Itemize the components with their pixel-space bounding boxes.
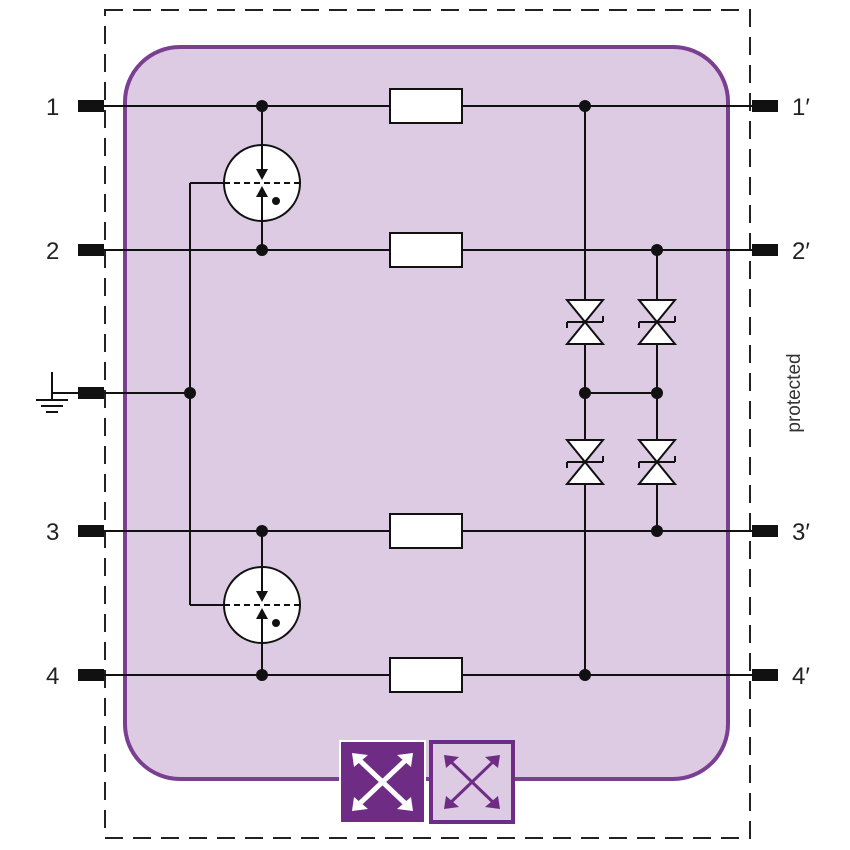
terminal-right [752,525,778,537]
terminal-right [752,244,778,256]
terminal-label-right-3: 3′ [792,519,810,546]
junction-dot [579,100,591,112]
terminal-right [752,669,778,681]
terminal-left [78,100,104,112]
terminal-label-right-2: 2′ [792,238,810,265]
gas-discharge-tube-icon [223,566,301,644]
resistor-icon [389,232,463,268]
tvs-diode-icon [638,299,676,345]
resistor-icon [389,88,463,124]
junction-dot [256,669,268,681]
junction-dot [579,669,591,681]
terminal-label-left-1: 1 [46,94,59,121]
terminal-label-right-4: 4′ [792,663,810,690]
terminal-left [78,244,104,256]
terminal-left [78,669,104,681]
tvs-diode-icon [638,439,676,485]
terminal-label-right-1: 1′ [792,94,810,121]
tvs-diode-icon [566,439,604,485]
resistor-icon [389,513,463,549]
junction-dot [256,244,268,256]
junction-dot [651,244,663,256]
terminal-left [78,525,104,537]
terminal-label-left-3: 3 [46,519,59,546]
resistor-icon [389,657,463,693]
junction-dot [256,100,268,112]
terminal-right [752,100,778,112]
module-logo-icon [429,740,515,824]
tvs-diode-icon [566,299,604,345]
terminal-label-left-2: 2 [46,238,59,265]
junction-dot [256,525,268,537]
protected-side-label: protected [784,353,805,432]
ground-icon [36,372,78,413]
junction-dot [184,387,196,399]
terminal-label-left-4: 4 [46,663,59,690]
gas-discharge-tube-icon [223,144,301,222]
terminal-left [78,387,104,399]
junction-dot [579,387,591,399]
junction-dot [651,387,663,399]
housing-outline [104,9,751,839]
junction-dot [651,525,663,537]
module-logo-icon [339,740,426,824]
